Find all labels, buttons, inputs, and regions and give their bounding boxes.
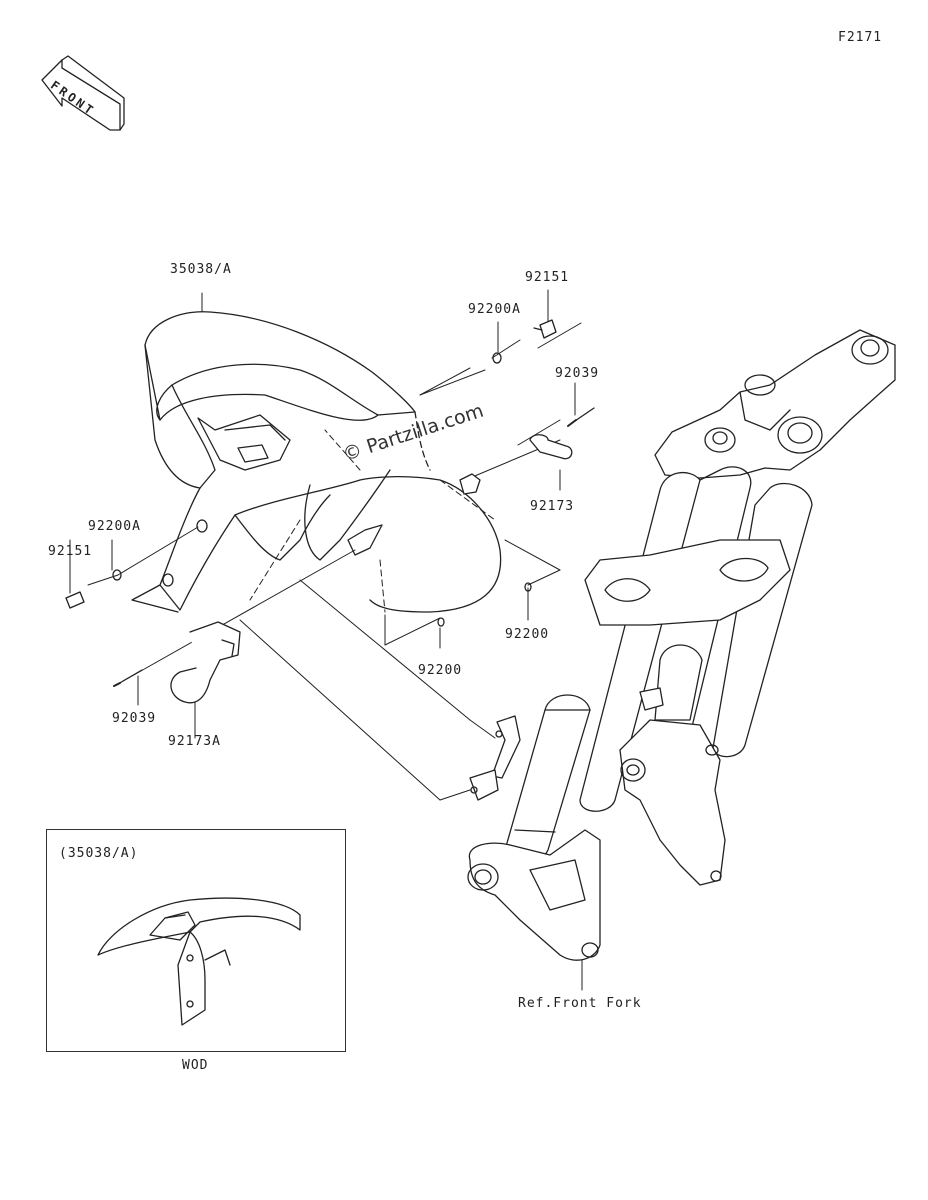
front-arrow-icon	[41, 55, 125, 131]
callout-92200a-left: 92200A	[88, 519, 141, 534]
leader-lines	[69, 289, 583, 991]
inset-title: (35038/A)	[59, 846, 139, 861]
callout-92200a-right: 92200A	[468, 302, 521, 317]
callout-92039-left: 92039	[112, 711, 157, 726]
callout-front-fork-ref: Ref.Front Fork	[518, 996, 642, 1011]
callout-92151-left: 92151	[48, 544, 93, 559]
front-fork-illustration	[467, 329, 896, 961]
callout-92173: 92173	[530, 499, 575, 514]
callout-92039-right: 92039	[555, 366, 600, 381]
inset-caption: WOD	[182, 1058, 209, 1073]
callout-92173a: 92173A	[168, 734, 221, 749]
diagram-code: F2171	[838, 30, 883, 45]
callout-92200-right: 92200	[505, 627, 550, 642]
hardware-parts	[65, 319, 595, 704]
callout-92200-center: 92200	[418, 663, 463, 678]
callout-35038a: 35038/A	[170, 262, 232, 277]
variant-inset-box: (35038/A)	[46, 829, 346, 1052]
inset-fender-illustration	[97, 897, 301, 1026]
front-fender-illustration	[131, 311, 502, 613]
callout-92151-right: 92151	[525, 270, 570, 285]
